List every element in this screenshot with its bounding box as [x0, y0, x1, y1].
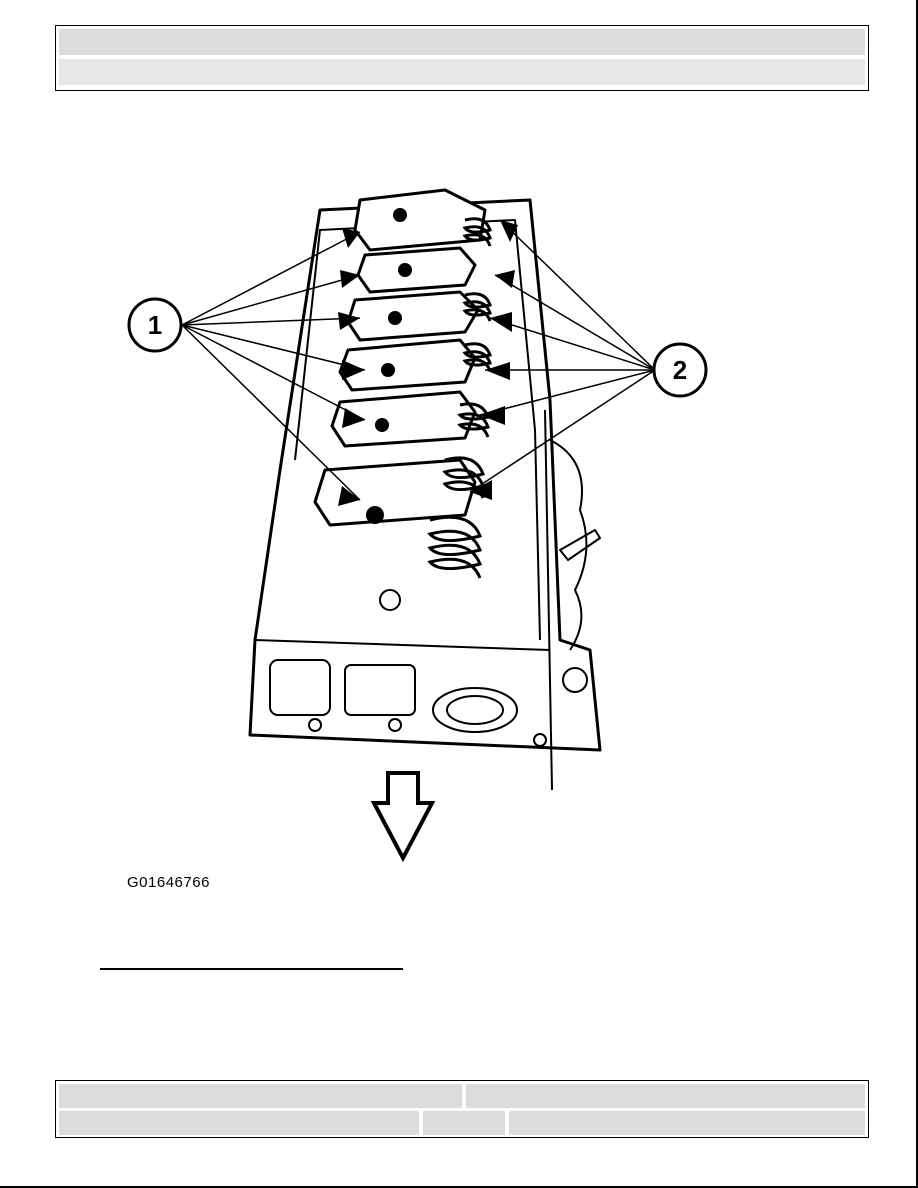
callout-1-leaders [181, 231, 366, 501]
callout-1-label: 1 [148, 310, 162, 340]
callout-2-label: 2 [673, 355, 687, 385]
footer-bottom-middle [423, 1111, 505, 1135]
footer-bottom-right [509, 1111, 865, 1135]
arrowheads [338, 220, 518, 506]
rocker-arm-2 [356, 246, 477, 294]
callout-1: 1 [127, 297, 183, 353]
header-row-2 [59, 59, 865, 85]
footer-top-right [466, 1084, 865, 1108]
rocker-arm-5 [330, 390, 477, 448]
page-header [55, 25, 869, 91]
down-arrow-icon [370, 771, 436, 863]
rocker-arm-6 [313, 458, 477, 527]
header-row-1 [59, 29, 865, 55]
rocker-arms [313, 188, 487, 527]
figure-id: G01646766 [127, 874, 210, 891]
callout-2-leaders [469, 219, 656, 493]
rocker-arm-3 [346, 290, 480, 342]
rocker-arm-4 [338, 338, 477, 392]
footer-top-left [59, 1084, 462, 1108]
page-footer [55, 1080, 869, 1138]
cylinder-head-illustration: 1 2 [127, 188, 708, 863]
section-rule [100, 968, 403, 970]
footer-bottom-left [59, 1111, 419, 1135]
callout-2: 2 [652, 342, 708, 398]
cylinder-head-outline [248, 198, 602, 752]
